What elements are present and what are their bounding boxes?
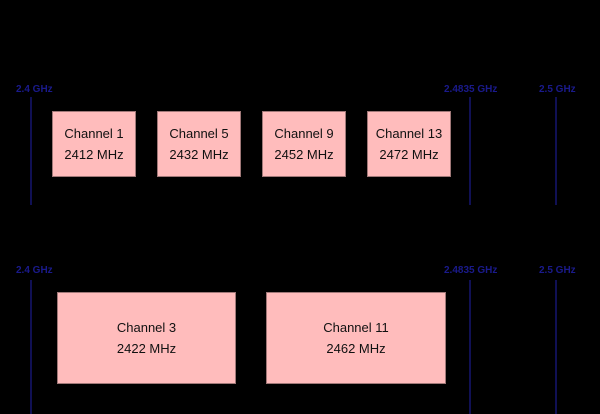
channel-name: Channel 13 [375, 126, 443, 141]
channel-name: Channel 5 [169, 126, 229, 141]
channel-frequency: 2432 MHz [169, 147, 229, 162]
channel-frequency: 2422 MHz [116, 341, 177, 356]
channel-name: Channel 11 [323, 320, 389, 335]
freq-label-2-4835ghz: 2.4835 GHz [444, 84, 498, 95]
freq-label-2-5ghz: 2.5 GHz [539, 265, 576, 276]
channel-1-block: Channel 1 2412 MHz [52, 111, 136, 177]
channel-name: Channel 3 [116, 320, 177, 335]
channel-name: Channel 1 [64, 126, 124, 141]
freq-label-2-4ghz: 2.4 GHz [16, 265, 53, 276]
freq-label-2-5ghz: 2.5 GHz [539, 84, 576, 95]
channel-11-block: Channel 11 2462 MHz [266, 292, 446, 384]
channel-5-block: Channel 5 2432 MHz [157, 111, 241, 177]
channel-9-block: Channel 9 2452 MHz [262, 111, 346, 177]
freq-label-2-4ghz: 2.4 GHz [16, 84, 53, 95]
channel-13-block: Channel 13 2472 MHz [367, 111, 451, 177]
channel-frequency: 2472 MHz [379, 147, 439, 162]
channel-frequency: 2462 MHz [326, 341, 386, 356]
freq-label-2-4835ghz: 2.4835 GHz [444, 265, 498, 276]
channel-frequency: 2412 MHz [64, 147, 124, 162]
channel-3-block: Channel 3 2422 MHz [57, 292, 236, 384]
channel-frequency: 2452 MHz [274, 147, 334, 162]
channel-name: Channel 9 [274, 126, 334, 141]
